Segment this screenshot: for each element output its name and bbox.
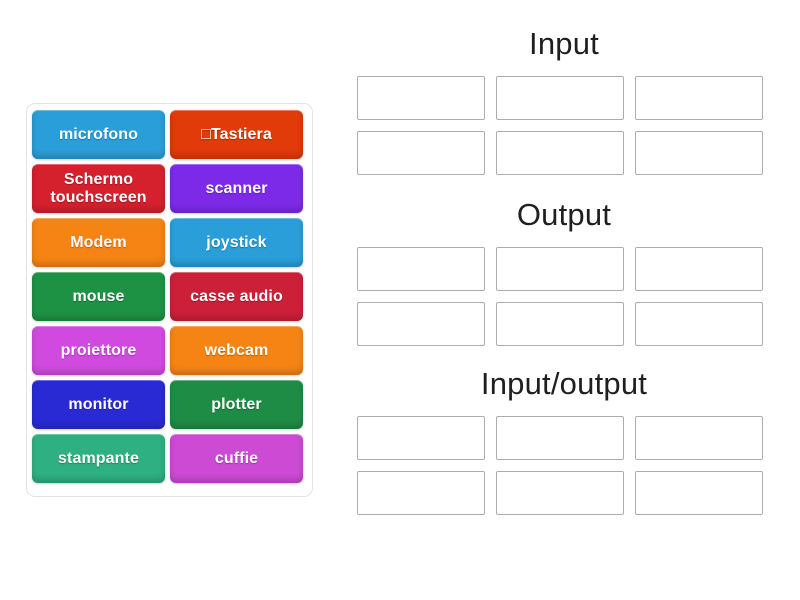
- word-tile[interactable]: stampante: [32, 434, 165, 483]
- word-tile-label: microfono: [58, 125, 139, 143]
- drop-slot[interactable]: [635, 131, 763, 175]
- drop-slot[interactable]: [635, 247, 763, 291]
- word-tile[interactable]: cuffie: [170, 434, 303, 483]
- word-tile-label: plotter: [211, 395, 262, 413]
- drop-slot[interactable]: [496, 302, 624, 346]
- word-tile-label: casse audio: [190, 287, 283, 305]
- word-tile-label: joystick: [206, 233, 267, 251]
- category-title: Input: [529, 26, 599, 61]
- word-tile[interactable]: Modem: [32, 218, 165, 267]
- word-tile[interactable]: proiettore: [32, 326, 165, 375]
- drop-slot[interactable]: [496, 131, 624, 175]
- drop-slot[interactable]: [357, 471, 485, 515]
- drop-slot[interactable]: [357, 416, 485, 460]
- drop-slot[interactable]: [357, 247, 485, 291]
- drop-slot[interactable]: [496, 416, 624, 460]
- category-group: Input/output: [350, 368, 778, 515]
- drop-slot[interactable]: [635, 76, 763, 120]
- category-title: Input/output: [480, 366, 648, 401]
- drop-slot[interactable]: [496, 76, 624, 120]
- drop-slot[interactable]: [357, 302, 485, 346]
- drop-slot-grid: [357, 416, 778, 515]
- word-tile[interactable]: joystick: [170, 218, 303, 267]
- word-tile[interactable]: scanner: [170, 164, 303, 213]
- word-tile-label: Schermo touchscreen: [50, 171, 147, 206]
- word-tile[interactable]: plotter: [170, 380, 303, 429]
- drop-slot[interactable]: [635, 416, 763, 460]
- word-tile-label: stampante: [58, 449, 139, 467]
- word-tile[interactable]: casse audio: [170, 272, 303, 321]
- word-tile-label: proiettore: [60, 341, 137, 359]
- word-tile-label: mouse: [72, 287, 125, 305]
- category-group: Input: [350, 28, 778, 175]
- word-tile-label: monitor: [68, 395, 129, 413]
- word-tile[interactable]: □Tastiera: [170, 110, 303, 159]
- drop-slot[interactable]: [635, 302, 763, 346]
- word-tile[interactable]: microfono: [32, 110, 165, 159]
- word-tile-label: webcam: [204, 341, 269, 359]
- word-tile[interactable]: webcam: [170, 326, 303, 375]
- drop-slot[interactable]: [496, 247, 624, 291]
- drop-slot[interactable]: [496, 471, 624, 515]
- category-group: Output: [350, 199, 778, 346]
- drop-slot-grid: [357, 247, 778, 346]
- word-tile[interactable]: monitor: [32, 380, 165, 429]
- word-tile-label: cuffie: [214, 449, 259, 467]
- category-title: Output: [516, 197, 612, 232]
- word-tile-label: scanner: [205, 179, 268, 197]
- drop-slot-grid: [357, 76, 778, 175]
- drop-slot[interactable]: [635, 471, 763, 515]
- word-tile-label: □Tastiera: [201, 125, 272, 143]
- drop-slot[interactable]: [357, 131, 485, 175]
- drop-slot[interactable]: [357, 76, 485, 120]
- word-tile[interactable]: mouse: [32, 272, 165, 321]
- word-tile[interactable]: Schermo touchscreen: [32, 164, 165, 213]
- word-tile-label: Modem: [70, 233, 127, 251]
